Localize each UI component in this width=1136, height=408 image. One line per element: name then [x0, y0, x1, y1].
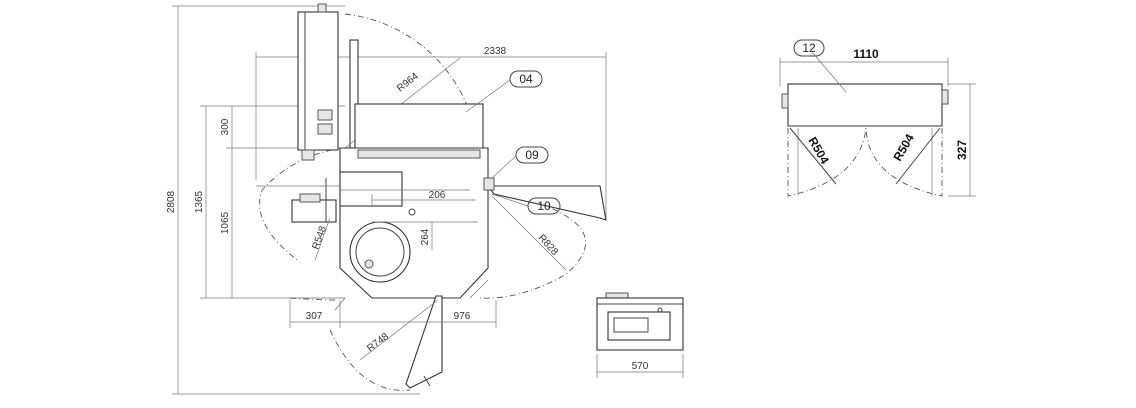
controller-width-text: 570 — [632, 361, 649, 372]
dimension-r548: R548 — [310, 217, 331, 261]
callout-10: 10 — [491, 193, 561, 215]
dimension-1065: 1065 — [220, 147, 345, 298]
callout-12: 12 — [793, 39, 847, 93]
controller-view: 570 — [596, 292, 684, 378]
dimension-2808: 2808 — [166, 5, 420, 395]
lower-door — [405, 295, 443, 389]
front-radius-left-text: R504 — [805, 135, 832, 167]
dimension-206: 206 — [371, 190, 476, 206]
dim-text-1065: 1065 — [220, 211, 231, 234]
dim-text-1365: 1365 — [194, 190, 205, 213]
upright-cabinet — [297, 3, 339, 161]
dim-text-206: 206 — [429, 190, 446, 201]
plan-view: 2808 1365 1065 300 2338 — [166, 3, 607, 395]
machine-body — [334, 103, 489, 311]
swing-arc-lower-left — [289, 297, 339, 301]
dim-text-r828: R828 — [536, 233, 560, 258]
dim-text-976: 976 — [454, 311, 471, 322]
dim-text-2338: 2338 — [484, 46, 507, 57]
dim-text-2808: 2808 — [166, 190, 177, 213]
dimension-300: 300 — [220, 106, 233, 148]
dim-text-300: 300 — [220, 118, 231, 135]
front-view: 1110 327 R504 R504 12 — [779, 39, 976, 197]
right-door — [483, 177, 607, 221]
front-depth-text: 327 — [955, 140, 969, 160]
callout-12-text: 12 — [802, 41, 816, 55]
dim-text-r964: R964 — [395, 71, 421, 95]
dim-text-264: 264 — [420, 228, 431, 245]
front-radius-right-text: R504 — [890, 131, 917, 163]
swing-arc-right — [479, 189, 586, 299]
callout-10-text: 10 — [537, 199, 551, 213]
callout-09-text: 09 — [525, 148, 539, 162]
dim-text-r548: R548 — [310, 224, 329, 251]
swing-arc-left — [259, 147, 346, 263]
dim-text-307: 307 — [306, 311, 323, 322]
swing-arc-bottom — [329, 329, 411, 391]
callout-09: 09 — [491, 146, 549, 179]
front-width-text: 1110 — [853, 47, 879, 61]
dimension-264: 264 — [372, 221, 478, 250]
dimension-307-976: 307 976 — [289, 300, 497, 328]
callout-04: 04 — [465, 70, 543, 113]
left-side-unit — [256, 178, 340, 223]
dim-text-r748: R748 — [365, 331, 391, 354]
callout-04-text: 04 — [519, 72, 533, 86]
